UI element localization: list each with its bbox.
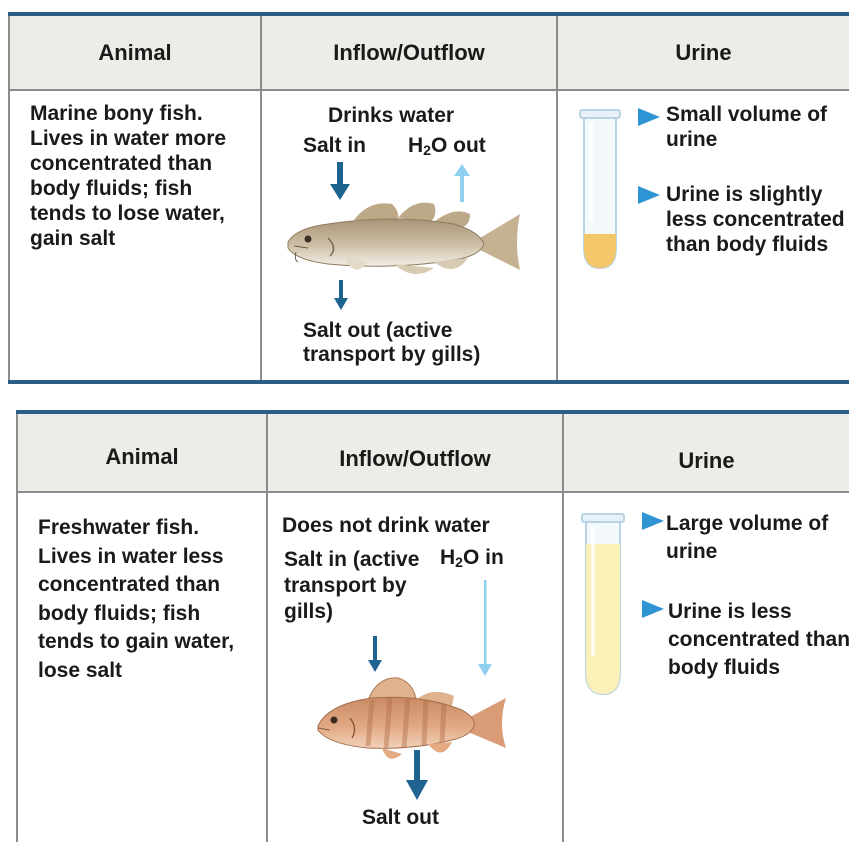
water-formula-h: H [440,546,455,569]
animal-description: Freshwater fish. Lives in water less con… [38,514,250,685]
water-out-up-arrow-icon [454,164,470,202]
urine-point-2: Urine is slightly less concentrated than… [666,182,849,257]
bullet-triangle-icon [638,186,660,204]
salt-in-down-arrow-icon [368,636,382,674]
drinks-label: Drinks water [328,104,454,128]
marine-panel: Animal Inflow/Outflow Urine Marine bony … [8,12,849,384]
cod-fish-illustration [284,198,524,290]
water-flow-label: H2O in [440,546,504,574]
animal-column-header: Animal [10,40,260,66]
water-in-down-arrow-icon [478,580,492,678]
divider [8,16,10,382]
bullet-triangle-icon [638,108,660,126]
freshwater-panel: Animal Inflow/Outflow Urine Freshwater f… [16,410,849,842]
divider [556,16,558,382]
perch-fish-illustration [312,674,512,770]
divider [16,491,849,493]
divider [562,414,564,842]
flow-column-header: Inflow/Outflow [262,40,556,66]
water-formula-rest: O out [431,134,486,157]
flow-column-header: Inflow/Outflow [268,446,562,472]
salt-in-down-arrow-icon [330,162,350,202]
salt-out-label: Salt out (active transport by gills) [303,319,543,367]
water-formula-subscript: 2 [423,142,431,158]
urine-column-header: Urine [558,40,849,66]
salt-in-label: Salt in [303,134,366,158]
animal-description: Marine bony fish. Lives in water more co… [30,101,242,251]
animal-column-header: Animal [18,444,266,470]
test-tube-icon [580,512,626,700]
urine-column-header: Urine [564,448,849,474]
urine-point-2: Urine is less concentrated than body flu… [668,598,849,682]
bullet-triangle-icon [642,600,664,618]
drinks-label: Does not drink water [282,514,490,538]
bullet-triangle-icon [642,512,664,530]
salt-in-label: Salt in (active transport by gills) [284,547,452,625]
water-formula-h: H [408,134,423,157]
divider [266,414,268,842]
test-tube-icon [578,108,622,274]
water-formula-rest: O in [463,546,504,569]
salt-out-label: Salt out [362,806,439,830]
urine-point-1: Large volume of urine [666,510,849,566]
urine-point-1: Small volume of urine [666,102,849,152]
divider [260,16,262,382]
water-flow-label: H2O out [408,134,486,162]
divider [8,89,849,91]
divider [16,414,18,842]
water-formula-subscript: 2 [455,554,463,570]
marine-bottom-border [8,380,849,384]
